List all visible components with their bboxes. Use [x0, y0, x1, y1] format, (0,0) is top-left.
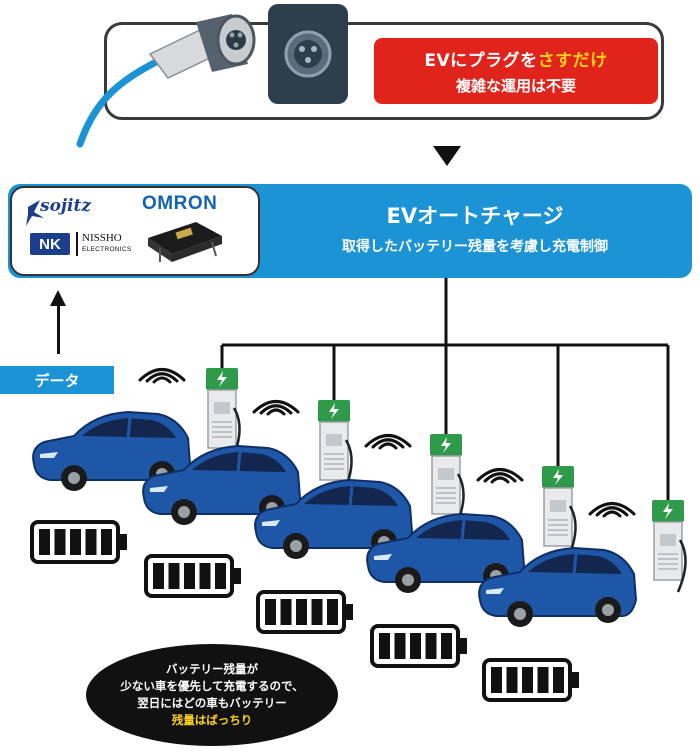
note-line3: 翌日にはどの車もバッテリー	[137, 696, 287, 710]
sojitz-logo: sojitz	[40, 196, 92, 216]
sojitz-star-icon	[26, 200, 44, 226]
note-line4: 残量はばっちり	[171, 713, 253, 727]
ev-socket-icon	[284, 30, 332, 78]
benefit-note: バッテリー残量が 少ない車を優先して充電するので、 翌日にはどの車もバッテリー …	[86, 644, 338, 746]
data-label: データ	[0, 366, 114, 394]
battery-full-icon	[370, 624, 467, 668]
partner-logos-box	[10, 186, 260, 276]
system-subtitle: 取得したバッテリー残量を考慮し充電制御	[342, 239, 608, 255]
ev-car-icon	[142, 444, 302, 525]
charger-station-icon	[430, 434, 465, 527]
wifi-signal-icon	[364, 434, 412, 450]
battery-full-icon	[30, 520, 127, 564]
wifi-signal-icon	[138, 368, 186, 384]
nissho-logo: NISSHO ELECTRONICS	[76, 232, 132, 256]
callout-line1: EVにプラグを	[424, 51, 538, 71]
battery-full-icon	[256, 590, 353, 634]
up-arrow-shaft	[57, 304, 60, 354]
charger-station-icon	[542, 466, 577, 559]
battery-full-icon	[482, 658, 579, 702]
up-arrow-icon	[50, 290, 66, 306]
ev-plug-icon	[148, 14, 256, 79]
nk-logo: NK	[30, 233, 70, 255]
charger-station-icon	[652, 500, 687, 593]
simple-operation-callout: EVにプラグをさすだけ 複雑な運用は不要	[374, 38, 658, 104]
omron-logo: OMRON	[142, 193, 218, 214]
down-arrow-icon	[433, 146, 461, 166]
ev-car-icon	[32, 410, 192, 491]
wifi-signal-icon	[476, 468, 524, 484]
wifi-signal-icon	[588, 502, 636, 518]
battery-full-icon	[144, 554, 241, 598]
controller-device-icon	[148, 222, 222, 262]
ev-car-icon	[254, 478, 414, 559]
wifi-signal-icon	[252, 400, 300, 416]
nissho-sub: ELECTRONICS	[82, 246, 132, 253]
note-line1: バッテリー残量が	[166, 662, 258, 676]
network-wiring	[220, 278, 670, 500]
callout-line2: 複雑な運用は不要	[455, 77, 576, 95]
charger-station-icon	[318, 400, 353, 493]
ev-car-icon	[366, 512, 526, 593]
system-title: EVオートチャージ	[386, 204, 564, 228]
ev-car-icon	[478, 546, 638, 627]
nissho-name: NISSHO	[82, 232, 122, 244]
charger-station-icon	[206, 368, 241, 461]
callout-highlight: さすだけ	[537, 51, 608, 71]
note-line2: 少ない車を優先して充電するので、	[120, 679, 304, 693]
